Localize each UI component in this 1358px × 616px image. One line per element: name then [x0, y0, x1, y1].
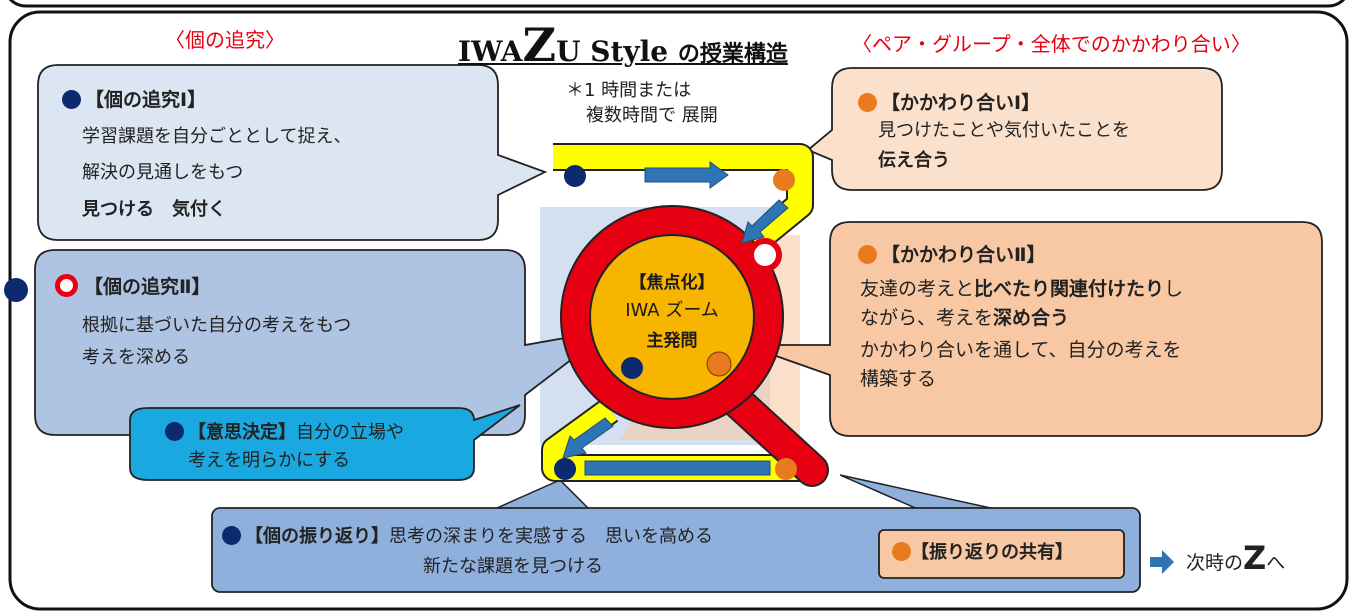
next-text: 次時の [1186, 552, 1244, 574]
title-z: Z [522, 18, 557, 72]
focus-zoom: IWA ズーム [625, 300, 719, 321]
interaction-2-line-2: ながら、考えを深め合う [860, 305, 1069, 333]
top-frame [8, 0, 1346, 8]
individual-1-header: 【個の追究Ⅰ】 [62, 87, 206, 115]
title-rest: U Style [556, 35, 669, 68]
arrow-down-left [741, 199, 789, 244]
magnifier-handle [715, 380, 827, 485]
bubble-interaction-2 [744, 221, 1323, 437]
next-arrow-icon [1150, 550, 1174, 574]
navy-dot-icon [62, 90, 81, 109]
orange-dot-icon [858, 245, 877, 264]
interaction-2-l2a: ながら、考えを [860, 307, 994, 329]
z-track-top [553, 145, 812, 268]
interaction-2-l2b: 深め合う [993, 307, 1070, 329]
individual-2-line-1: 根拠に基づいた自分の考えをもつ [82, 315, 352, 336]
individual-1-header-text: 【個の追究Ⅰ】 [85, 89, 207, 111]
decision-line-2: 考えを明らかにする [188, 450, 351, 471]
reflection-text-1: 思考の深まりを実感する 思いを高める [389, 526, 713, 547]
interaction-2-l1c: し [1164, 278, 1184, 300]
bar-bottom [584, 460, 771, 476]
dot-navy-bottom [554, 458, 576, 480]
dot-navy-lens [621, 357, 643, 379]
dot-orange-top [773, 169, 795, 191]
interaction-2-l1b: 比べたり関連付けたり [974, 278, 1165, 300]
next-suffix: へ [1266, 552, 1286, 574]
dot-orange-lens [706, 351, 732, 377]
bubble-decision [129, 404, 521, 481]
reflection-line-2: 新たな課題を見つける [423, 556, 603, 577]
arrow-right-top [644, 161, 729, 189]
interaction-1-line-2: 伝え合う [878, 150, 950, 171]
reflection-header: 【個の振り返り】 [245, 526, 389, 547]
interaction-1-line-1: 見つけたことや気付いたことを [878, 120, 1130, 141]
individual-1-line-1: 学習課題を自分ごととして捉え、 [82, 126, 352, 147]
bubble-interaction-1 [806, 67, 1223, 191]
individual-2-line-2: 考えを深める [82, 347, 190, 368]
interaction-2-l1a: 友達の考えと [860, 278, 975, 300]
individual-1-line-2: 解決の見通しをもつ [82, 162, 244, 183]
main-title: IWAZU Style の授業構造 [458, 22, 788, 68]
orange-dot-icon [892, 542, 911, 561]
title-jp: の授業構造 [677, 42, 788, 67]
ring-marker [748, 238, 782, 272]
focus-question: 主発問 [646, 331, 698, 351]
next-lesson: 次時のZへ [1186, 542, 1286, 578]
note-line-1: ＊1 時間または [566, 80, 692, 101]
dot-navy-top [564, 165, 586, 187]
interaction-2-header: 【かかわり合いⅡ】 [858, 242, 1046, 270]
bubble-individual-2 [34, 249, 611, 436]
decision-text-1: 自分の立場や [296, 422, 404, 443]
decision-header: 【意思決定】 [188, 422, 296, 443]
focus-label: 【焦点化】 [629, 273, 715, 293]
individual-2-header-text: 【個の追究Ⅱ】 [84, 276, 211, 298]
shared-reflection-box [878, 529, 1125, 579]
arrow-down-left-bottom [562, 417, 614, 459]
interaction-2-line-1: 友達の考えと比べたり関連付けたりし [860, 276, 1183, 304]
shared-reflection: 【振り返りの共有】 [892, 540, 1073, 566]
individual-2-header: 【個の追究Ⅱ】 [55, 274, 211, 302]
interaction-2-line-3: かかわり合いを通して、自分の考えを [860, 339, 1182, 361]
navy-dot-icon [222, 526, 241, 545]
decision-line-1: 【意思決定】自分の立場や [165, 420, 404, 446]
individual-1-keywords: 見つける 気付く [82, 199, 226, 220]
interaction-1-header-text: 【かかわり合いⅠ】 [881, 92, 1041, 114]
interaction-2-line-4: 構築する [860, 368, 937, 390]
outer-frame [8, 10, 1349, 611]
note-line-2: 複数時間で 展開 [586, 105, 718, 126]
bubble-individual-1 [37, 64, 548, 241]
dot-orange-bottom [775, 458, 797, 480]
edge-dot [4, 278, 28, 302]
interaction-1-header: 【かかわり合いⅠ】 [858, 90, 1040, 118]
next-z: Z [1243, 539, 1267, 577]
navy-dot-icon [165, 422, 184, 441]
orange-dot-icon [858, 93, 877, 112]
right-tag: 〈ペア・グループ・全体でのかかわり合い〉 [852, 32, 1251, 56]
shared-reflection-text: 【振り返りの共有】 [911, 542, 1073, 563]
reflection-line-1: 【個の振り返り】思考の深まりを実感する 思いを高める [222, 524, 713, 550]
left-tag: 〈個の追究〉 [165, 28, 285, 52]
reflection-pointer-right [839, 474, 1001, 511]
interaction-2-header-text: 【かかわり合いⅡ】 [881, 244, 1046, 266]
ring-icon [55, 274, 78, 297]
title-prefix: IWA [458, 35, 523, 68]
